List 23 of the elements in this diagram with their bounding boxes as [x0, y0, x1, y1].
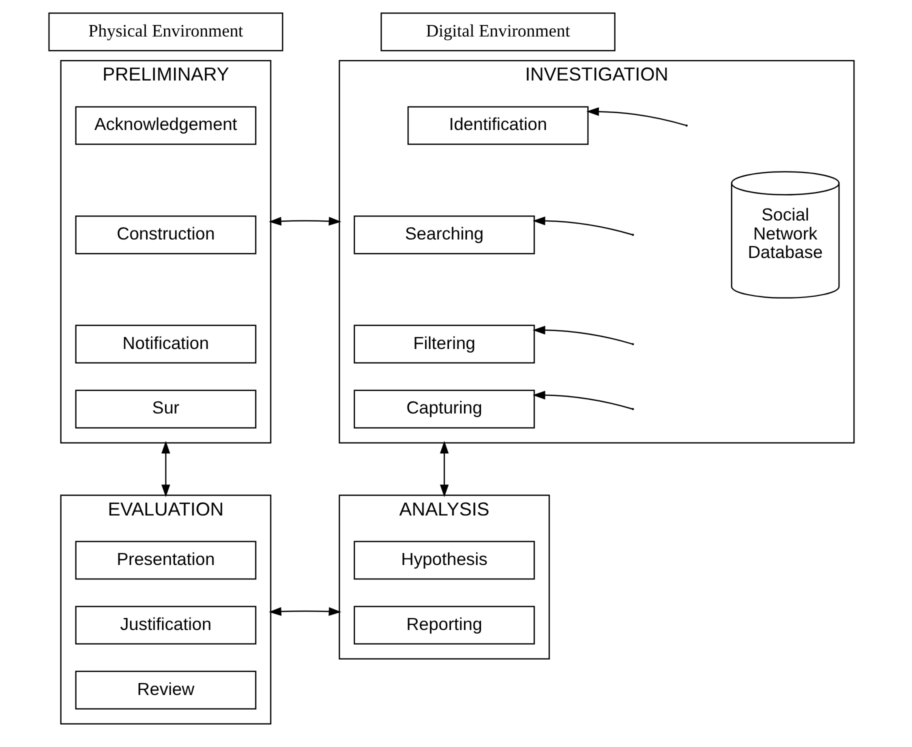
arrow [439, 440, 448, 498]
node-box: Digital Environment [380, 12, 615, 52]
node-box: Presentation [74, 540, 256, 580]
arrow [532, 390, 632, 410]
arrow [532, 216, 632, 236]
arrow [268, 216, 341, 226]
arrow [268, 607, 341, 616]
node-box: Searching [353, 216, 534, 254]
node-box: Sur [74, 390, 256, 428]
arrow [586, 107, 686, 126]
node-box: Reporting [353, 606, 534, 645]
node-box: Capturing [353, 390, 534, 428]
node-box: Construction [74, 216, 256, 254]
node-box: Filtering [353, 324, 534, 364]
arrow [532, 326, 632, 345]
node-box: Review [74, 670, 256, 710]
node-box: Physical Environment [48, 12, 283, 52]
node-box: Hypothesis [353, 540, 534, 580]
node-box: Identification [406, 106, 588, 145]
node-box: Justification [74, 606, 256, 645]
node-box: Acknowledgement [74, 106, 256, 145]
node-box: Notification [74, 324, 256, 364]
arrow [160, 440, 170, 498]
